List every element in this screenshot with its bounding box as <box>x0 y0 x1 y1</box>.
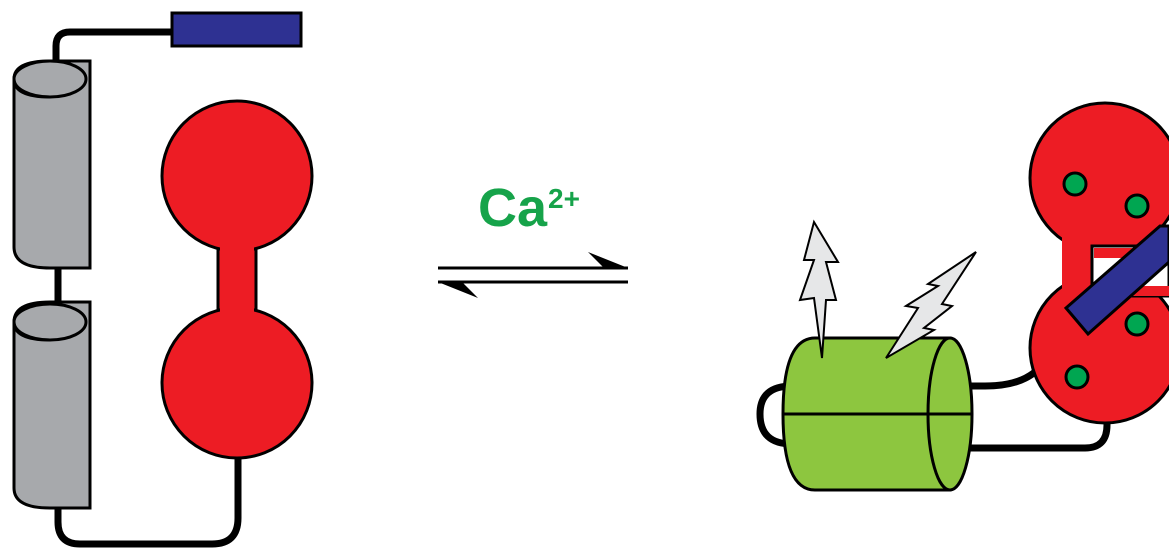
calcium-ion <box>1064 364 1090 390</box>
helix-cylinder-upper <box>12 59 92 270</box>
binding-peptide-blue-bound <box>1063 224 1169 337</box>
barrel-loop <box>756 382 793 448</box>
ion-symbol: Ca <box>478 178 548 238</box>
calcium-ion <box>1124 311 1150 337</box>
helix-cylinder-lower <box>12 300 92 510</box>
linker-bottom <box>54 446 242 548</box>
lightning-bolt-icon <box>885 251 977 359</box>
binding-peptide-blue <box>170 11 303 48</box>
calcium-bound-state <box>756 101 1169 492</box>
unbound-state <box>12 11 314 548</box>
calcium-ion-label: Ca2+ <box>478 181 580 235</box>
double-harpoon-arrow-icon <box>438 252 628 298</box>
ion-charge: 2+ <box>548 183 580 214</box>
lightning-bolt-icon <box>798 219 840 359</box>
linker-top <box>52 28 176 82</box>
fluorescent-protein-barrel <box>781 336 974 492</box>
linker-barrel-bottom <box>952 412 1111 452</box>
calcium-ion <box>1062 171 1088 197</box>
calmodulin-dumbbell <box>160 99 314 460</box>
calcium-ion <box>1124 193 1150 219</box>
